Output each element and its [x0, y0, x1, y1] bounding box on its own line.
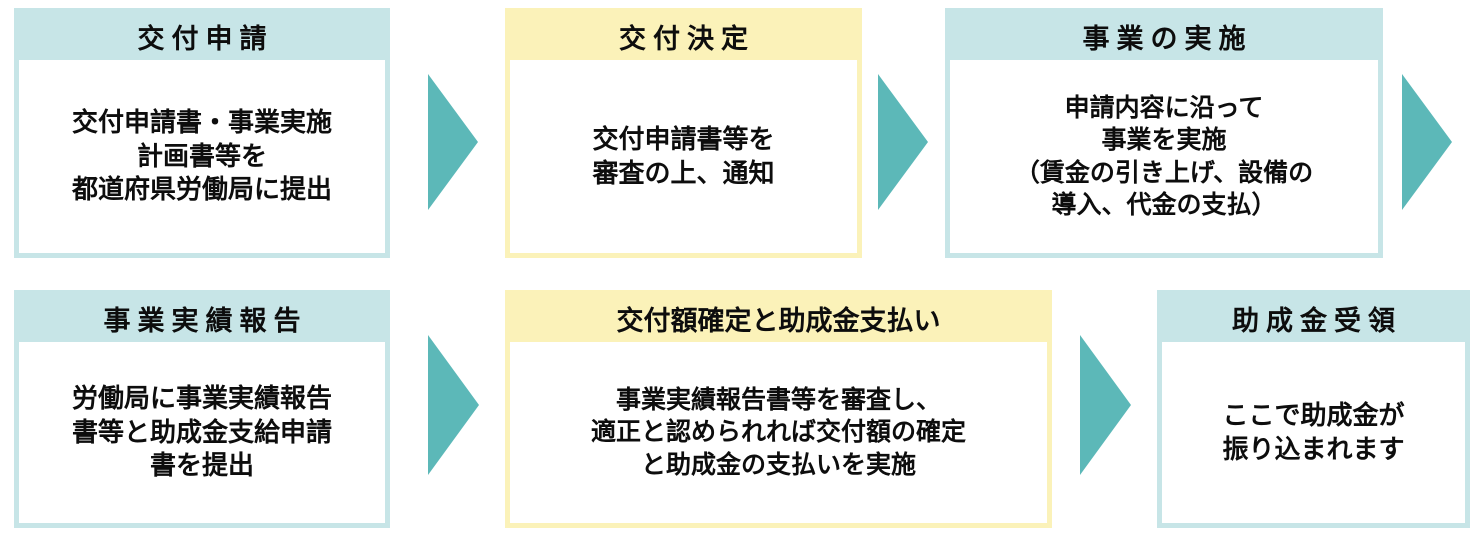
arrow-right-icon-5 — [1080, 335, 1131, 475]
step-box-jigyou-jisshi[interactable]: 事業の実施 申請内容に沿って 事業を実施 （賃金の引き上げ、設備の 導入、代金の… — [945, 8, 1383, 258]
step-box-joseikin-juryou[interactable]: 助成金受領 ここで助成金が 振り込まれます — [1157, 290, 1470, 528]
step-box-jisseki-houkoku[interactable]: 事業実績報告 労働局に事業実績報告 書等と助成金支給申請 書を提出 — [14, 290, 390, 528]
step-body-2: 交付申請書等を 審査の上、通知 — [510, 60, 857, 253]
step-body-3: 申請内容に沿って 事業を実施 （賃金の引き上げ、設備の 導入、代金の支払） — [950, 60, 1378, 253]
step-body-6: ここで助成金が 振り込まれます — [1162, 342, 1465, 523]
arrow-right-icon-1 — [428, 74, 478, 210]
step-header-6: 助成金受領 — [1232, 306, 1402, 336]
step-body-4: 労働局に事業実績報告 書等と助成金支給申請 書を提出 — [19, 342, 385, 523]
step-box-koufugaku-kakutei[interactable]: 交付額確定と助成金支払い 事業実績報告書等を審査し、 適正と認められれば交付額の… — [505, 290, 1052, 528]
step-header-4: 事業実績報告 — [103, 306, 308, 336]
arrow-right-icon-2 — [878, 74, 928, 210]
step-header-2: 交付決定 — [619, 24, 755, 54]
step-header-1: 交付申請 — [137, 24, 274, 54]
step-box-koufu-kettei[interactable]: 交付決定 交付申請書等を 審査の上、通知 — [505, 8, 862, 258]
step-box-koufu-shinsei[interactable]: 交付申請 交付申請書・事業実施 計画書等を 都道府県労働局に提出 — [14, 8, 390, 258]
step-body-1: 交付申請書・事業実施 計画書等を 都道府県労働局に提出 — [19, 60, 385, 253]
step-header-5: 交付額確定と助成金支払い — [616, 306, 941, 336]
arrow-right-icon-3 — [1402, 74, 1452, 210]
step-header-3: 事業の実施 — [1082, 24, 1253, 54]
arrow-right-icon-4 — [428, 335, 479, 475]
step-body-5: 事業実績報告書等を審査し、 適正と認められれば交付額の確定 と助成金の支払いを実… — [510, 342, 1047, 523]
